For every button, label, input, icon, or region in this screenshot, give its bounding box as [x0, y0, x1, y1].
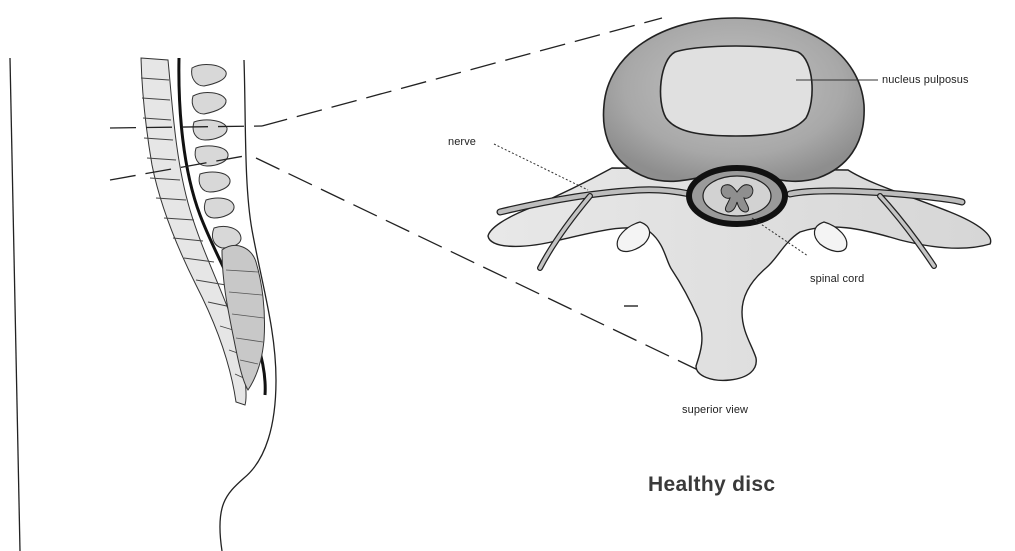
label-superior-view: superior view	[682, 405, 748, 416]
label-nucleus-pulposus: nucleus pulposus	[882, 75, 969, 86]
nucleus-pulposus	[660, 46, 812, 136]
back-outline	[10, 58, 20, 551]
diagram-title: Healthy disc	[648, 474, 775, 495]
label-spinal-cord: spinal cord	[810, 274, 864, 285]
spine-side-view	[141, 58, 265, 405]
vertebra-superior-view	[488, 18, 991, 380]
label-nerve: nerve	[448, 137, 476, 148]
